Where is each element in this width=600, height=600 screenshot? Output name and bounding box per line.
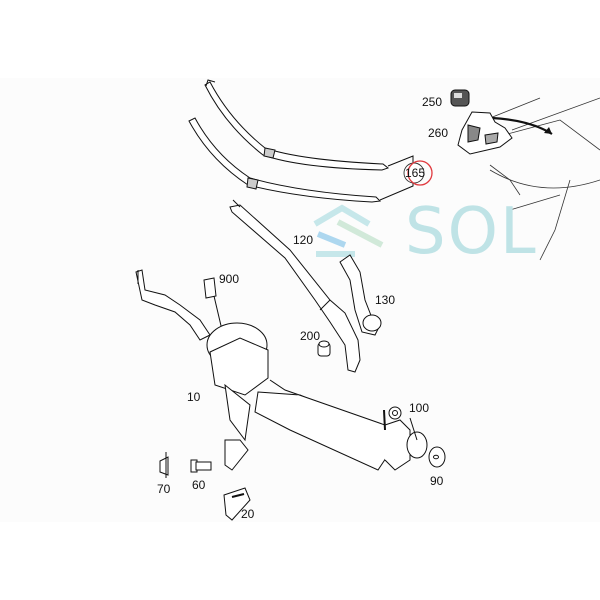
callout-20: 20 [241,507,255,521]
callout-10: 10 [187,390,201,404]
callout-90: 90 [430,474,444,488]
grommet-70-shape [159,452,169,478]
connector-900-shape [203,277,223,331]
callout-130: 130 [375,293,396,307]
sensor-250-shape [450,89,470,107]
arm-cover-130-shape [339,254,382,336]
wiper-motor-linkage-10-shape [135,269,411,471]
callout-60: 60 [192,478,206,492]
sensor-cover-260-shape [457,111,513,155]
bracket-20-shape [223,487,251,521]
cap-90-shape [428,446,446,468]
callout-900: 900 [219,272,240,286]
callout-100: 100 [409,401,430,415]
nut-100-shape [388,406,428,459]
callout-200: 200 [300,329,321,343]
highlight-165-ring [407,160,433,186]
watermark-text: SOL [405,195,538,269]
callout-70: 70 [157,482,171,496]
car-windshield-outline [464,97,600,261]
watermark-logo-icon [313,204,384,257]
callout-260: 260 [428,126,449,140]
bolt-60-shape [190,459,212,473]
wiper-arm-120-shape [229,199,361,373]
wiper-blades-165-shape [188,79,414,203]
callout-250: 250 [422,95,443,109]
callout-165: 165 [405,166,426,180]
callout-120: 120 [293,233,314,247]
cap-200-shape [317,340,331,357]
diagram-panel [0,78,600,522]
